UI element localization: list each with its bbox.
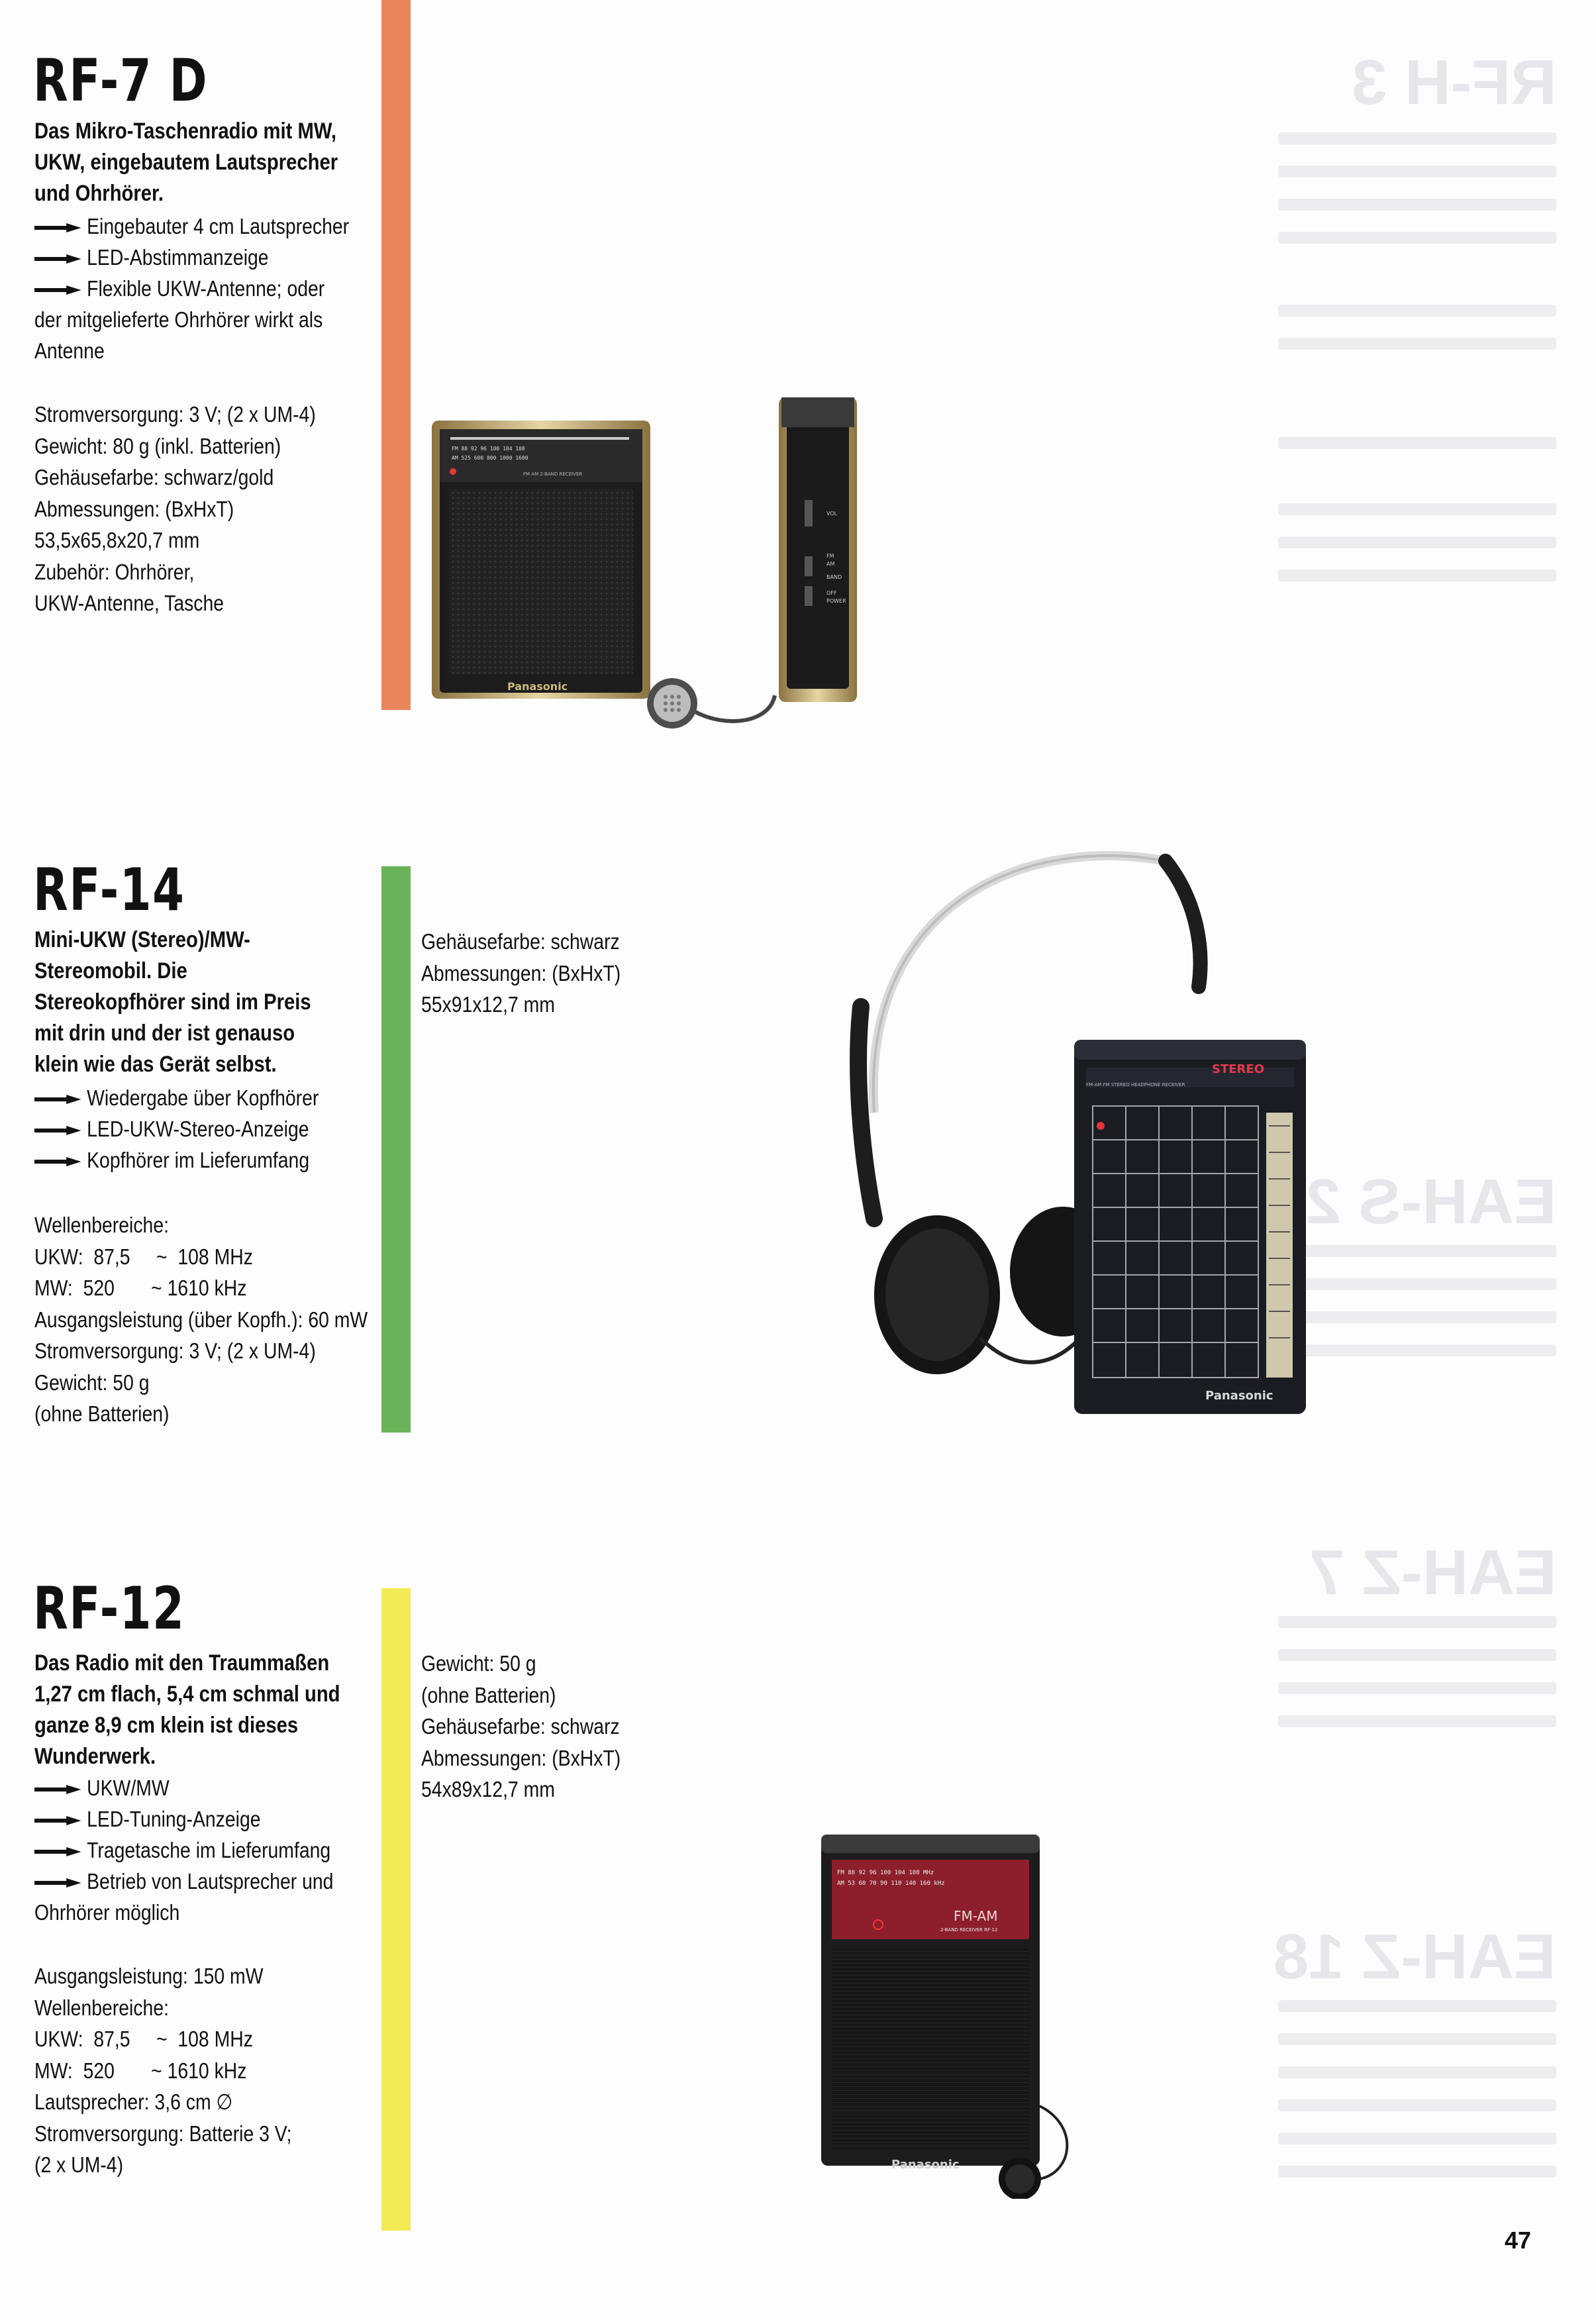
spec-line: (ohne Batterien) <box>34 1401 170 1426</box>
spec-line: 54x89x12,7 mm <box>421 1777 555 1801</box>
spec-line: Gehäusefarbe: schwarz <box>421 929 620 954</box>
spec-line: Stromversorgung: Batterie 3 V; <box>34 2121 292 2146</box>
brand-logo: Panasonic <box>507 680 568 693</box>
feature-item: Kopfhörer im Lieferumfang <box>34 1144 354 1176</box>
model-title: RF-7 D <box>33 46 209 115</box>
spec-line: Abmessungen: (BxHxT) <box>421 960 621 985</box>
feature-list: Eingebauter 4 cm Lautsprecher LED-Abstim… <box>34 211 354 366</box>
spec-line: Stromversorgung: 3 V; (2 x UM-4) <box>34 402 316 427</box>
orange-accent-bar <box>381 0 411 710</box>
spec-line: 55x91x12,7 mm <box>421 992 555 1017</box>
spec-list-right: Gewicht: 50 g (ohne Batterien) Gehäusefarb… <box>421 1648 621 1805</box>
spec-line: (2 x UM-4) <box>34 2152 124 2177</box>
spec-line: UKW: 87,5 ~ 108 MHz <box>34 1244 253 1269</box>
feature-item: UKW/MW <box>34 1772 354 1803</box>
feature-item: Wiedergabe über Kopfhörer <box>34 1082 354 1113</box>
feature-list: Wiedergabe über Kopfhörer LED-UKW-Stereo… <box>34 1082 354 1176</box>
spec-list: Stromversorgung: 3 V; (2 x UM-4) Gewicht:… <box>34 399 316 619</box>
product-description: Das Radio mit den Traummaßen 1,27 cm fla… <box>34 1650 340 1769</box>
spec-line: 53,5x65,8x20,7 mm <box>34 528 200 552</box>
svg-text:BAND: BAND <box>826 574 842 580</box>
arrow-icon <box>34 1878 81 1888</box>
feature-item: LED-UKW-Stereo-Anzeige <box>34 1113 354 1144</box>
svg-text:AM: AM <box>826 561 834 567</box>
spec-line: Wellenbereiche: <box>34 1995 169 2020</box>
arrow-icon <box>34 223 81 232</box>
spec-line: Zubehör: Ohrhörer, <box>34 559 195 584</box>
svg-text:FM 88 92 96 100 104 108: FM 88 92 96 100 104 108 <box>452 446 525 452</box>
arrow-icon <box>34 1157 81 1166</box>
arrow-icon <box>34 1126 81 1135</box>
spec-line: Abmessungen: (BxHxT) <box>421 1745 621 1770</box>
feature-item: Flexible UKW-Antenne; oder der mitgelief… <box>34 276 325 363</box>
product-description: Mini-UKW (Stereo)/MW-Stereomobil. Die St… <box>34 927 311 1077</box>
feature-item: Eingebauter 4 cm Lautsprecher <box>34 211 354 242</box>
brand-logo: Panasonic <box>1205 1389 1273 1403</box>
arrow-icon <box>34 254 81 264</box>
svg-text:POWER: POWER <box>826 598 846 604</box>
yellow-accent-bar <box>381 1588 411 2231</box>
rf-7d-product-image: FM 88 92 96 100 104 108 AM 525 600 800 1… <box>432 397 857 729</box>
product-description: Das Mikro-Taschenradio mit MW, UKW, eing… <box>34 119 338 206</box>
spec-line: UKW-Antenne, Tasche <box>34 591 224 615</box>
green-accent-bar <box>381 866 411 1433</box>
arrow-icon <box>34 285 81 295</box>
svg-text:FM: FM <box>826 553 834 559</box>
spec-line: MW: 520 ~ 1610 kHz <box>34 2058 247 2083</box>
feature-item: Tragetasche im Lieferumfang <box>34 1835 354 1866</box>
rf-12-product-image: FM 88 92 96 100 104 108 MHz AM 53 60 70 … <box>821 1835 1069 2199</box>
svg-text:AM 525 600 800 1000 1600: AM 525 600 800 1000 1600 <box>452 455 528 461</box>
feature-list: UKW/MW LED-Tuning-Anzeige Tragetasche im… <box>34 1772 354 1928</box>
svg-text:2-BAND RECEIVER RF-12: 2-BAND RECEIVER RF-12 <box>940 1927 997 1933</box>
page-number: 47 <box>1505 2227 1532 2254</box>
spec-line: Abmessungen: (BxHxT) <box>34 496 234 521</box>
svg-text:FM-AM: FM-AM <box>954 1908 997 1924</box>
svg-text:STEREO: STEREO <box>1212 1062 1264 1076</box>
spec-line: MW: 520 ~ 1610 kHz <box>34 1276 247 1300</box>
spec-line: Gewicht: 80 g (inkl. Batterien) <box>34 433 281 458</box>
spec-line: UKW: 87,5 ~ 108 MHz <box>34 2027 253 2051</box>
arrow-icon <box>34 1095 81 1104</box>
feature-item: LED-Tuning-Anzeige <box>34 1803 354 1835</box>
spec-line: Lautsprecher: 3,6 cm ∅ <box>34 2090 233 2114</box>
rf-14-product-image: STEREO FM-AM FM STEREO HEADPHONE RECEIVE… <box>850 851 1306 1414</box>
brand-logo: Panasonic <box>891 2158 960 2172</box>
svg-text:FM-AM FM STEREO HEADPHONE RECE: FM-AM FM STEREO HEADPHONE RECEIVER <box>1086 1082 1185 1087</box>
svg-text:FM AM 2-BAND RECEIVER: FM AM 2-BAND RECEIVER <box>523 472 582 477</box>
spec-line: Ausgangsleistung: 150 mW <box>34 1964 264 1988</box>
arrow-icon <box>34 1816 81 1825</box>
spec-list: Ausgangsleistung: 150 mW Wellenbereiche: U… <box>34 1960 292 2181</box>
feature-item: LED-Abstimmanzeige <box>34 242 354 273</box>
spec-line: Gehäusefarbe: schwarz <box>421 1714 620 1738</box>
svg-text:OFF: OFF <box>826 590 837 596</box>
feature-item: Betrieb von Lautsprecher und Ohrhörer mö… <box>34 1869 334 1925</box>
arrow-icon <box>34 1847 81 1856</box>
svg-text:AM 53 60 70 90 110 140 160 kHz: AM 53 60 70 90 110 140 160 kHz <box>837 1880 945 1887</box>
spec-line: Gewicht: 50 g <box>421 1651 536 1676</box>
spec-line: Stromversorgung: 3 V; (2 x UM-4) <box>34 1338 316 1363</box>
spec-line: Gehäusefarbe: schwarz/gold <box>34 465 274 489</box>
spec-line: Wellenbereiche: <box>34 1213 169 1237</box>
model-title: RF-12 <box>33 1574 185 1642</box>
model-title: RF-14 <box>33 856 185 924</box>
arrow-icon <box>34 1785 81 1794</box>
svg-text:FM 88 92 96 100 104 108 MHz: FM 88 92 96 100 104 108 MHz <box>837 1870 934 1876</box>
svg-text:VOL: VOL <box>826 511 838 517</box>
spec-line: Gewicht: 50 g <box>34 1370 150 1395</box>
spec-line: (ohne Batterien) <box>421 1682 556 1707</box>
spec-line: Ausgangsleistung (über Kopfh.): 60 mW <box>34 1307 368 1332</box>
